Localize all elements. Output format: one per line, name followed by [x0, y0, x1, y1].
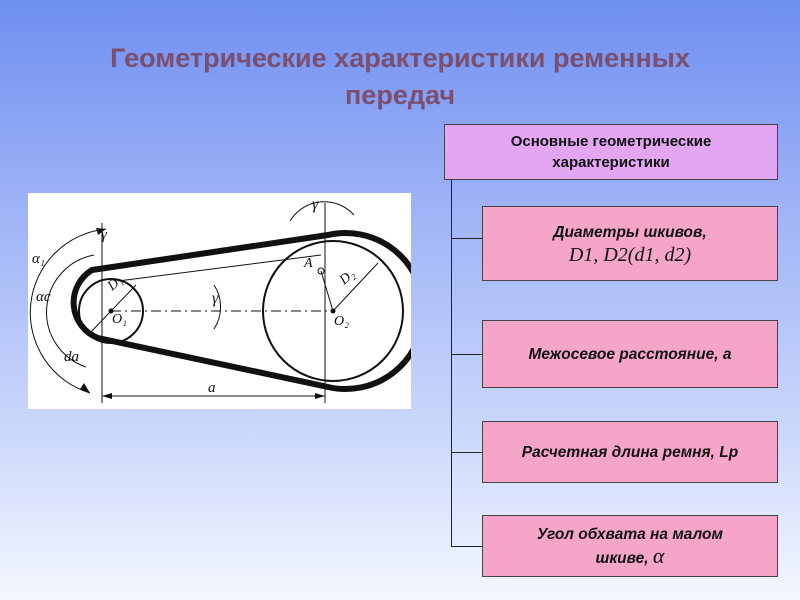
label-small-diameter: D₁	[104, 273, 126, 295]
title-line-1: Геометрические характеристики ременных	[110, 43, 690, 73]
main-characteristics-box: Основные геометрические характеристики	[444, 124, 778, 180]
center-point-o1	[108, 308, 114, 314]
large-pulley	[262, 240, 404, 382]
label-gamma-mid: γ	[212, 290, 219, 307]
large-diameter-line	[332, 262, 379, 312]
pulley-diameters-label: Диаметры шкивов,	[553, 223, 707, 241]
belt-inclination-line	[117, 254, 322, 282]
pulley-diameters-box: Диаметры шкивов, D1, D2(d1, d2)	[482, 206, 778, 281]
wrap-angle-arc-outer	[29, 228, 107, 394]
wrap-angle-arc-inner	[46, 254, 95, 368]
label-alpha-c: αс	[36, 289, 51, 305]
label-gamma-top: γ	[312, 196, 319, 213]
tangent-point-a	[317, 267, 325, 275]
label-gamma-left: γ	[101, 227, 108, 243]
label-large-diameter: D₂	[336, 267, 358, 289]
gamma-arc-mid	[213, 284, 222, 330]
center-point-o2	[330, 308, 336, 314]
tree-branch-1	[451, 238, 482, 239]
axle-distance-label: Межосевое расстояние, a	[528, 345, 732, 363]
belt-drive-drawing: α₁ αс dа D₁ O₁ γ γ γ A D₂ O₂ a	[28, 193, 411, 409]
dimension-arrow-left	[102, 393, 112, 399]
tree-branch-3	[451, 452, 482, 453]
wrap-angle-alpha: α	[652, 542, 665, 568]
label-alpha1: α₁	[32, 251, 45, 267]
belt-length-box: Расчетная длина ремня, Lp	[482, 421, 778, 483]
tree-branch-2	[451, 354, 482, 355]
label-point-a: A	[303, 256, 313, 271]
label-o2: O₂	[334, 314, 349, 329]
wrap-angle-label-text: шкиве,	[595, 549, 649, 567]
belt	[70, 230, 411, 392]
arc-arrow-bottom	[80, 383, 90, 393]
pulley-diameters-formula: D1, D2(d1, d2)	[568, 243, 692, 266]
belt-length-label: Расчетная длина ремня, Lp	[521, 443, 739, 461]
title-line-2: передач	[345, 80, 455, 110]
tangent-normal-line	[320, 270, 334, 312]
tree-trunk	[451, 180, 452, 547]
belt-drive-svg: α₁ αс dа D₁ O₁ γ γ γ A D₂ O₂ a	[29, 196, 411, 403]
header-line-2: характеристики	[552, 154, 670, 171]
dimension-arrow-right	[315, 393, 325, 399]
arc-arrow-top	[96, 228, 106, 235]
wrap-angle-box: Угол обхвата на малом шкиве, α	[482, 515, 778, 577]
label-d-a: dа	[64, 349, 79, 365]
header-line-1: Основные геометрические	[510, 133, 712, 150]
gamma-arc-top	[289, 201, 355, 222]
axle-distance-box: Межосевое расстояние, a	[482, 320, 778, 388]
label-axle-distance: a	[208, 380, 216, 396]
wrap-angle-label-line-1: Угол обхвата на малом	[537, 525, 723, 543]
wrap-angle-label-line-2: шкиве, α	[595, 542, 665, 569]
label-o1: O₁	[112, 312, 127, 327]
page-title: Геометрические характеристики ременных п…	[0, 40, 800, 114]
tree-branch-4	[451, 546, 482, 547]
